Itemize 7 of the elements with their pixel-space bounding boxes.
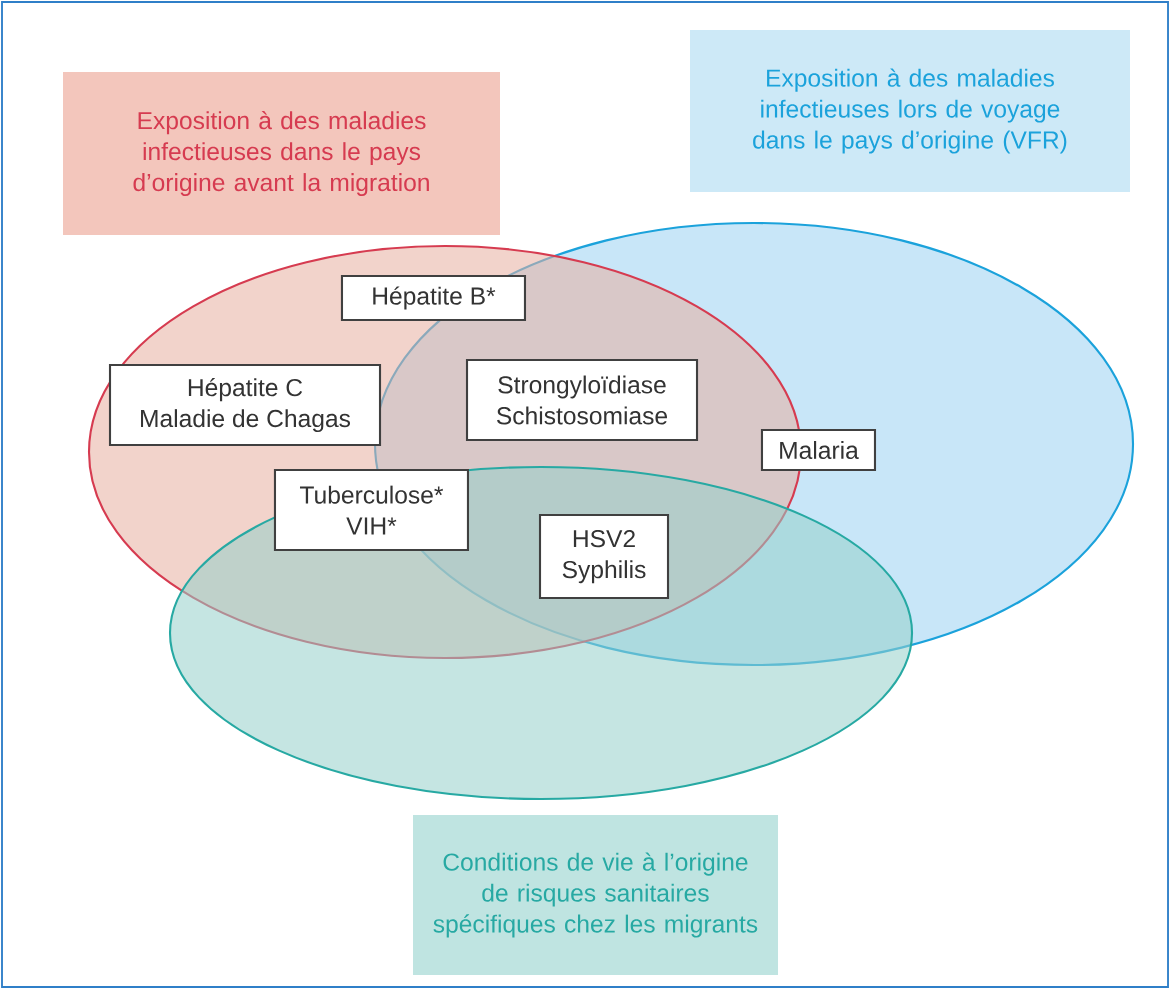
disease-box: HSV2 Syphilis bbox=[538, 514, 670, 600]
disease-box: Strongyloïdiase Schistosomiase bbox=[465, 358, 699, 442]
heading-box: Exposition à des maladies infectieuses lors de voyage dans le pays d’origine (VFR) bbox=[690, 30, 1130, 192]
heading-box: Exposition à des maladies infectieuses dans le pays d’origine avant la migration bbox=[63, 72, 500, 235]
heading-box: Conditions de vie à l’origine de risques sanitaires spécifiques chez les migrants bbox=[413, 815, 778, 975]
disease-box: Tuberculose* VIH* bbox=[273, 468, 470, 552]
disease-box: Hépatite C Maladie de Chagas bbox=[108, 363, 382, 447]
